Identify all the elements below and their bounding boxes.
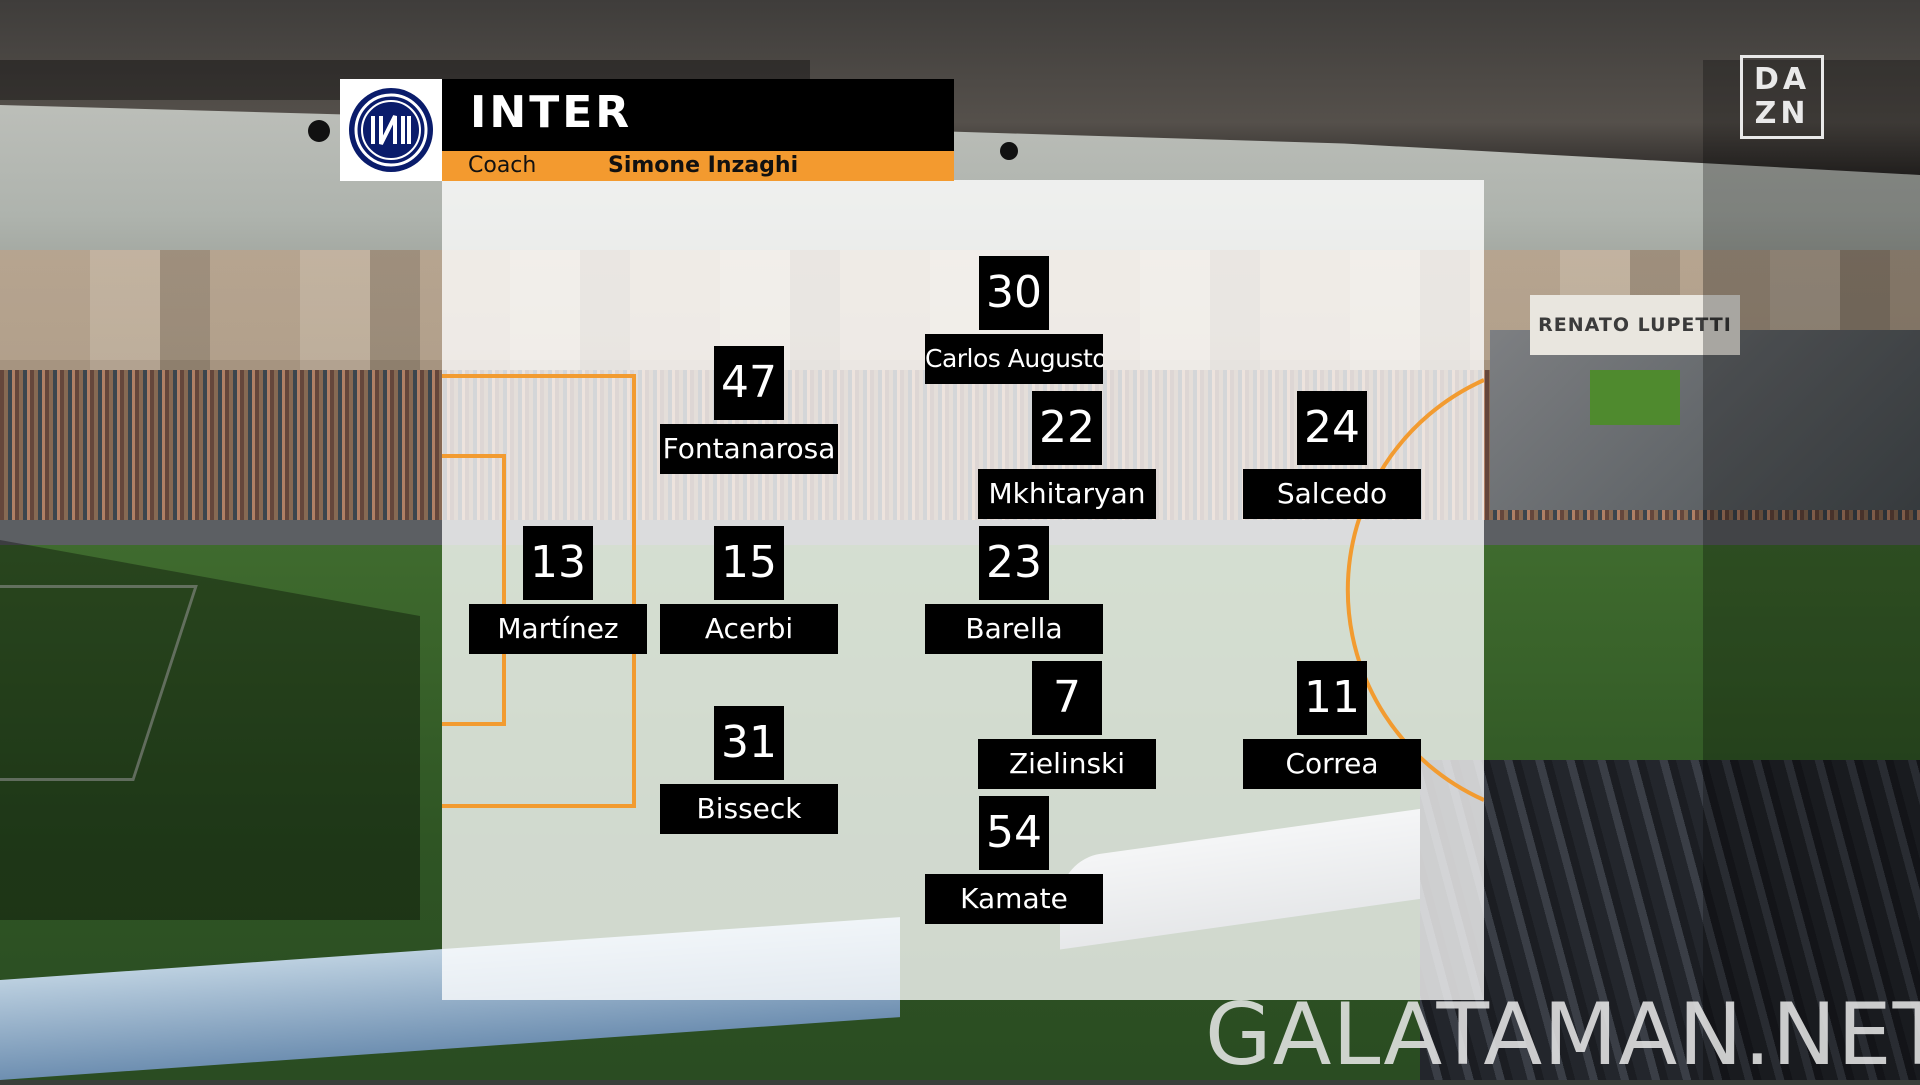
player-card: 13 Martínez xyxy=(469,526,647,656)
player-number: 54 xyxy=(979,796,1049,870)
player-card: 31 Bisseck xyxy=(660,706,838,836)
dazn-logo: DA ZN xyxy=(1740,55,1824,139)
goal-area-line xyxy=(442,454,506,726)
coach-bar: Coach Simone Inzaghi xyxy=(442,151,954,181)
player-name: Kamate xyxy=(925,874,1103,924)
player-card: 11 Correa xyxy=(1243,661,1421,791)
penalty-area-line xyxy=(442,374,636,808)
team-header: INTER Coach Simone Inzaghi xyxy=(340,79,954,181)
team-name-bar: INTER xyxy=(442,79,954,151)
player-card: 7 Zielinski xyxy=(978,661,1156,791)
player-number: 7 xyxy=(1032,661,1102,735)
player-card: 23 Barella xyxy=(925,526,1103,656)
watermark: GALATAMAN.NET xyxy=(1205,985,1920,1085)
right-shade xyxy=(1703,60,1920,1080)
player-card: 24 Salcedo xyxy=(1243,391,1421,521)
player-card: 15 Acerbi xyxy=(660,526,838,656)
player-number: 11 xyxy=(1297,661,1367,735)
lineup-panel xyxy=(442,180,1484,1000)
player-number: 23 xyxy=(979,526,1049,600)
player-name: Mkhitaryan xyxy=(978,469,1156,519)
team-name: INTER xyxy=(470,87,633,138)
player-card: 47 Fontanarosa xyxy=(660,346,838,476)
player-number: 31 xyxy=(714,706,784,780)
player-name: Bisseck xyxy=(660,784,838,834)
inter-crest-icon xyxy=(349,88,433,172)
player-number: 47 xyxy=(714,346,784,420)
player-name: Barella xyxy=(925,604,1103,654)
player-card: 30 Carlos Augusto xyxy=(925,256,1103,386)
player-name: Martínez xyxy=(469,604,647,654)
camera-icon xyxy=(1000,142,1018,160)
camera-icon xyxy=(308,120,330,142)
player-name: Fontanarosa xyxy=(660,424,838,474)
player-name: Acerbi xyxy=(660,604,838,654)
stadium-sign: RENATO LUPETTI xyxy=(1530,295,1740,355)
coach-name: Simone Inzaghi xyxy=(608,153,799,178)
team-logo xyxy=(340,79,442,181)
coach-label: Coach xyxy=(468,153,537,178)
sponsor-sign xyxy=(1590,370,1680,425)
player-name: Correa xyxy=(1243,739,1421,789)
player-name: Zielinski xyxy=(978,739,1156,789)
player-number: 24 xyxy=(1297,391,1367,465)
foreground-crowd xyxy=(1420,760,1920,1080)
player-name: Carlos Augusto xyxy=(925,334,1103,384)
player-card: 22 Mkhitaryan xyxy=(978,391,1156,521)
dazn-logo-line: ZN xyxy=(1754,96,1810,131)
player-number: 15 xyxy=(714,526,784,600)
player-card: 54 Kamate xyxy=(925,796,1103,926)
player-number: 22 xyxy=(1032,391,1102,465)
player-number: 13 xyxy=(523,526,593,600)
player-name: Salcedo xyxy=(1243,469,1421,519)
dazn-logo-line: DA xyxy=(1753,62,1811,97)
player-number: 30 xyxy=(979,256,1049,330)
right-stand xyxy=(1490,330,1920,510)
